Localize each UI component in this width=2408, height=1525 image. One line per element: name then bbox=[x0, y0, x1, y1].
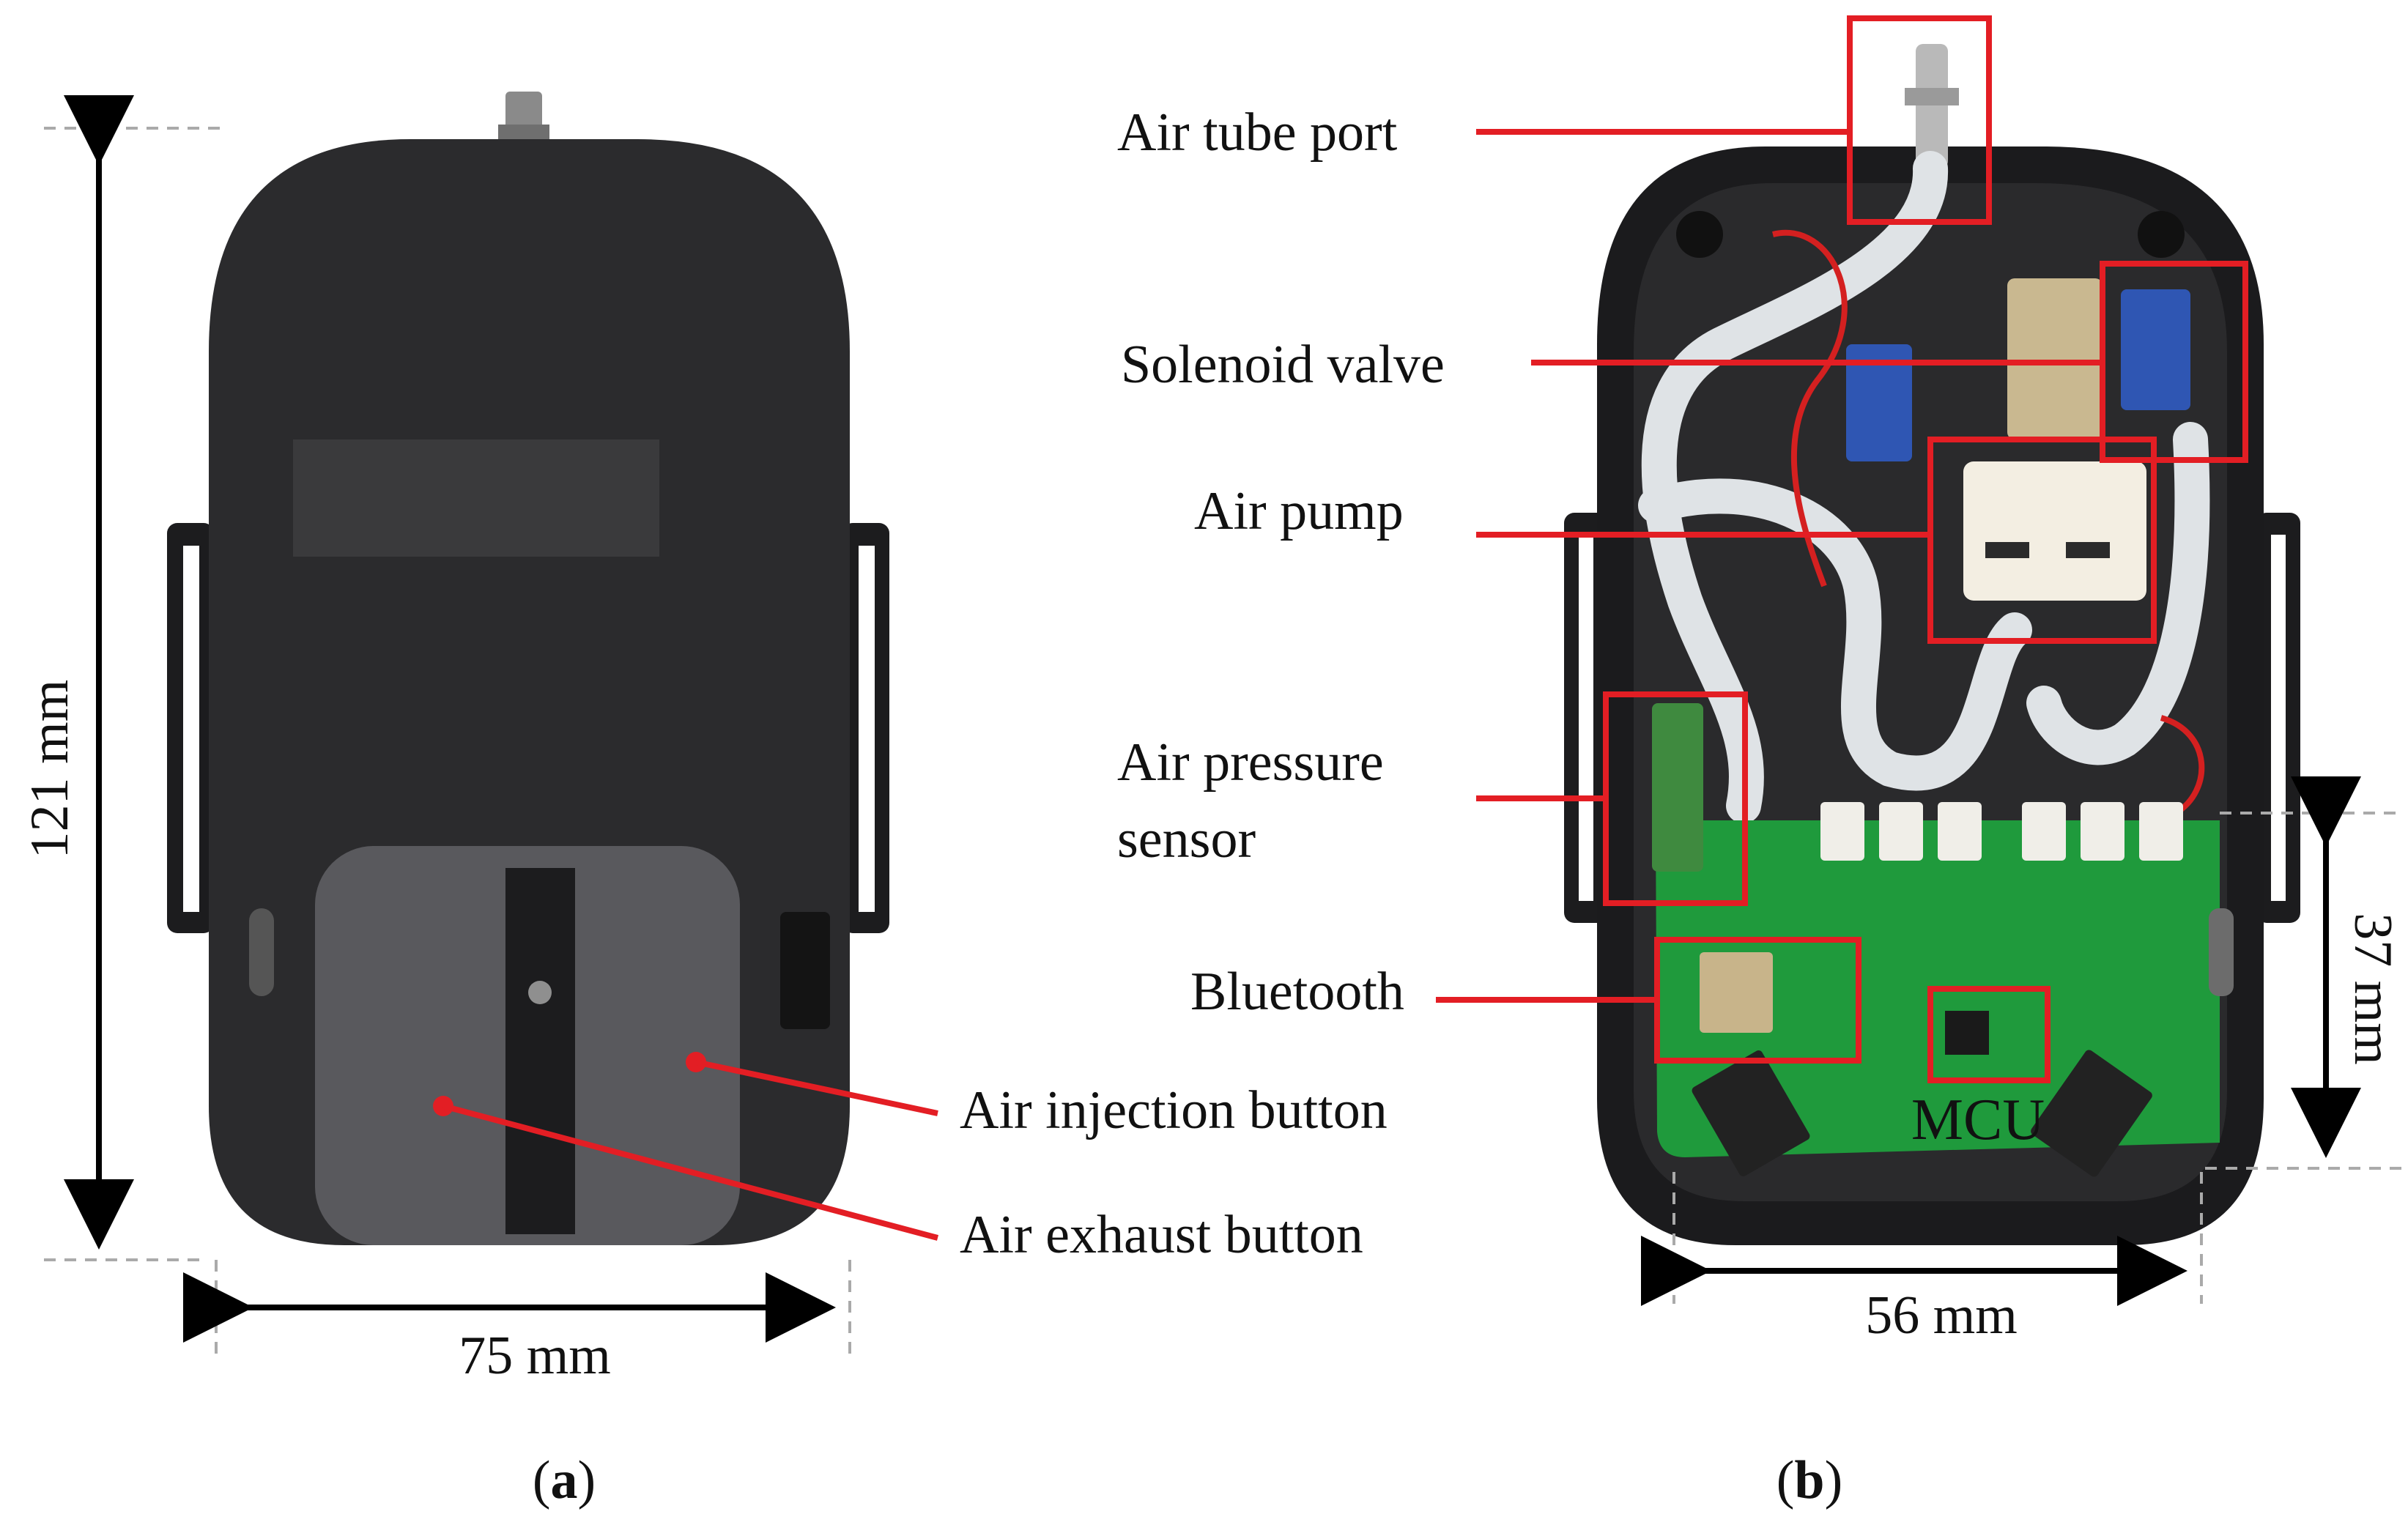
pressure-sensor bbox=[1652, 703, 1703, 872]
bluetooth-module bbox=[1700, 952, 1773, 1033]
air-pump-box bbox=[1927, 437, 2157, 644]
usb-c-port-icon bbox=[249, 908, 274, 996]
panel-b-caption: (b) bbox=[1777, 1450, 1842, 1510]
solenoid-valve-label: Solenoid valve bbox=[1121, 335, 1445, 395]
valve-module bbox=[2007, 278, 2103, 439]
bluetooth-label: Bluetooth bbox=[1190, 962, 1404, 1022]
tube-port-box bbox=[1847, 15, 1992, 225]
panel-b: MCU Air tube port Solenoid valve Air pum… bbox=[1117, 15, 2403, 1510]
panel-a-caption: (a) bbox=[533, 1450, 596, 1510]
mcu-chip bbox=[1945, 1011, 1989, 1055]
solenoid-valve-left bbox=[1846, 344, 1912, 461]
height-dimension-label: 121 mm bbox=[20, 680, 80, 859]
air-pump bbox=[1963, 461, 2146, 601]
air-pressure-sensor-label: Air pressure sensor bbox=[1117, 732, 1397, 869]
solenoid-valve-right bbox=[2121, 289, 2190, 410]
slide-switch bbox=[780, 912, 830, 1029]
air-exhaust-button-label: Air exhaust button bbox=[960, 1205, 1363, 1265]
blurred-logo bbox=[293, 439, 659, 557]
mcu-box bbox=[1927, 986, 2050, 1083]
panel-a: Air injection button Air exhaust button … bbox=[20, 92, 1388, 1510]
air-injection-button-label: Air injection button bbox=[960, 1080, 1388, 1140]
status-led-icon bbox=[528, 981, 552, 1004]
tube-port-fitting bbox=[1916, 44, 1948, 168]
pcb-height-label: 37 mm bbox=[2343, 913, 2403, 1065]
width-dimension-label: 75 mm bbox=[459, 1326, 611, 1386]
pcb-width-label: 56 mm bbox=[1865, 1285, 2018, 1346]
air-pump-label: Air pump bbox=[1194, 481, 1404, 541]
center-groove bbox=[505, 868, 575, 1234]
connector-row bbox=[1820, 802, 2183, 861]
air-tube-port-label: Air tube port bbox=[1117, 103, 1398, 163]
mcu-label: MCU bbox=[1911, 1088, 2045, 1152]
